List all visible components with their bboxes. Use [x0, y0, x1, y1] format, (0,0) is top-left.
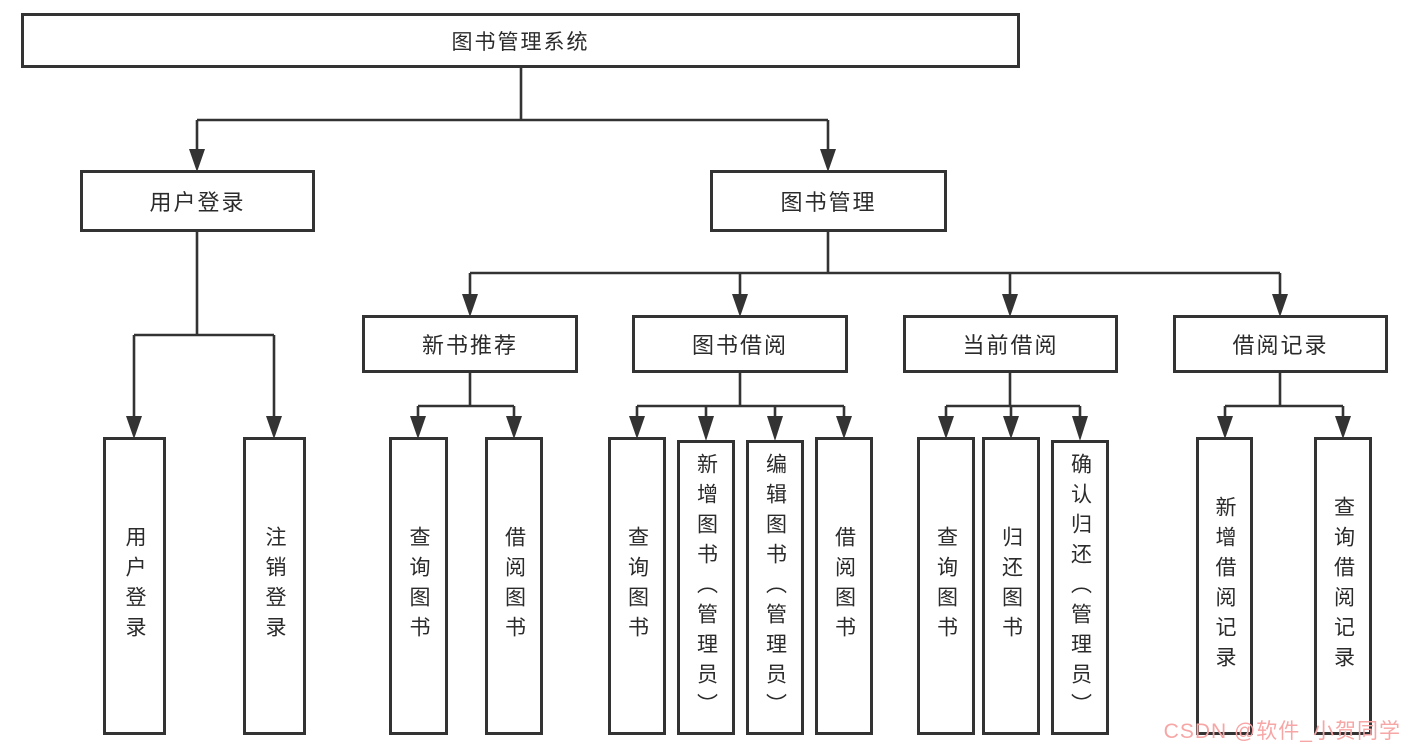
arrowhead-icons	[126, 149, 1351, 441]
node-book-management-label: 图书管理	[780, 190, 877, 215]
leaf-borrow-books-borrowing-label: 借阅图书	[832, 526, 856, 646]
leaf-logout: 注销登录	[243, 437, 306, 735]
leaf-add-book-admin-label: 新增图书（管理员）	[694, 452, 718, 723]
leaf-add-borrow-record-label: 新增借阅记录	[1213, 496, 1236, 676]
node-root-system: 图书管理系统	[21, 13, 1020, 68]
node-borrow-records-label: 借阅记录	[1232, 333, 1329, 358]
leaf-user-login-label: 用户登录	[123, 526, 146, 646]
node-root-label: 图书管理系统	[451, 30, 590, 54]
csdn-watermark: CSDN @软件_小贺同学	[1163, 720, 1401, 743]
leaf-borrow-books-borrowing: 借阅图书	[815, 437, 873, 735]
leaf-edit-book-admin: 编辑图书（管理员）	[746, 440, 804, 735]
node-book-borrowing: 图书借阅	[632, 315, 848, 373]
leaf-borrow-books-recommend: 借阅图书	[485, 437, 543, 735]
leaf-confirm-return-admin-label: 确认归还（管理员）	[1068, 452, 1092, 723]
leaf-confirm-return-admin: 确认归还（管理员）	[1051, 440, 1109, 735]
leaf-query-books-borrowing-label: 查询图书	[625, 526, 649, 646]
node-book-borrowing-label: 图书借阅	[691, 333, 788, 358]
leaf-query-borrow-record-label: 查询借阅记录	[1331, 496, 1355, 676]
leaf-add-borrow-record: 新增借阅记录	[1196, 437, 1253, 735]
node-user-login-label: 用户登录	[149, 190, 246, 215]
leaf-query-borrow-record: 查询借阅记录	[1314, 437, 1372, 735]
node-book-management-branch: 图书管理	[710, 170, 947, 232]
node-borrow-records: 借阅记录	[1173, 315, 1388, 373]
node-current-borrowing-label: 当前借阅	[962, 333, 1059, 358]
leaf-add-book-admin: 新增图书（管理员）	[677, 440, 735, 735]
leaf-query-books-recommend: 查询图书	[389, 437, 448, 735]
leaf-return-book: 归还图书	[982, 437, 1040, 735]
leaf-user-login: 用户登录	[103, 437, 166, 735]
leaf-query-books-borrowing: 查询图书	[608, 437, 666, 735]
leaf-edit-book-admin-label: 编辑图书（管理员）	[763, 452, 787, 723]
leaf-logout-label: 注销登录	[263, 526, 286, 646]
leaf-query-books-current: 查询图书	[917, 437, 975, 735]
node-new-book-recommend-label: 新书推荐	[421, 333, 518, 358]
node-user-login-branch: 用户登录	[80, 170, 315, 232]
leaf-query-books-recommend-label: 查询图书	[407, 526, 430, 646]
node-new-book-recommend: 新书推荐	[362, 315, 578, 373]
leaf-query-books-current-label: 查询图书	[934, 526, 958, 646]
node-current-borrowing: 当前借阅	[903, 315, 1118, 373]
leaf-borrow-books-recommend-label: 借阅图书	[502, 526, 526, 646]
leaf-return-book-label: 归还图书	[999, 526, 1023, 646]
